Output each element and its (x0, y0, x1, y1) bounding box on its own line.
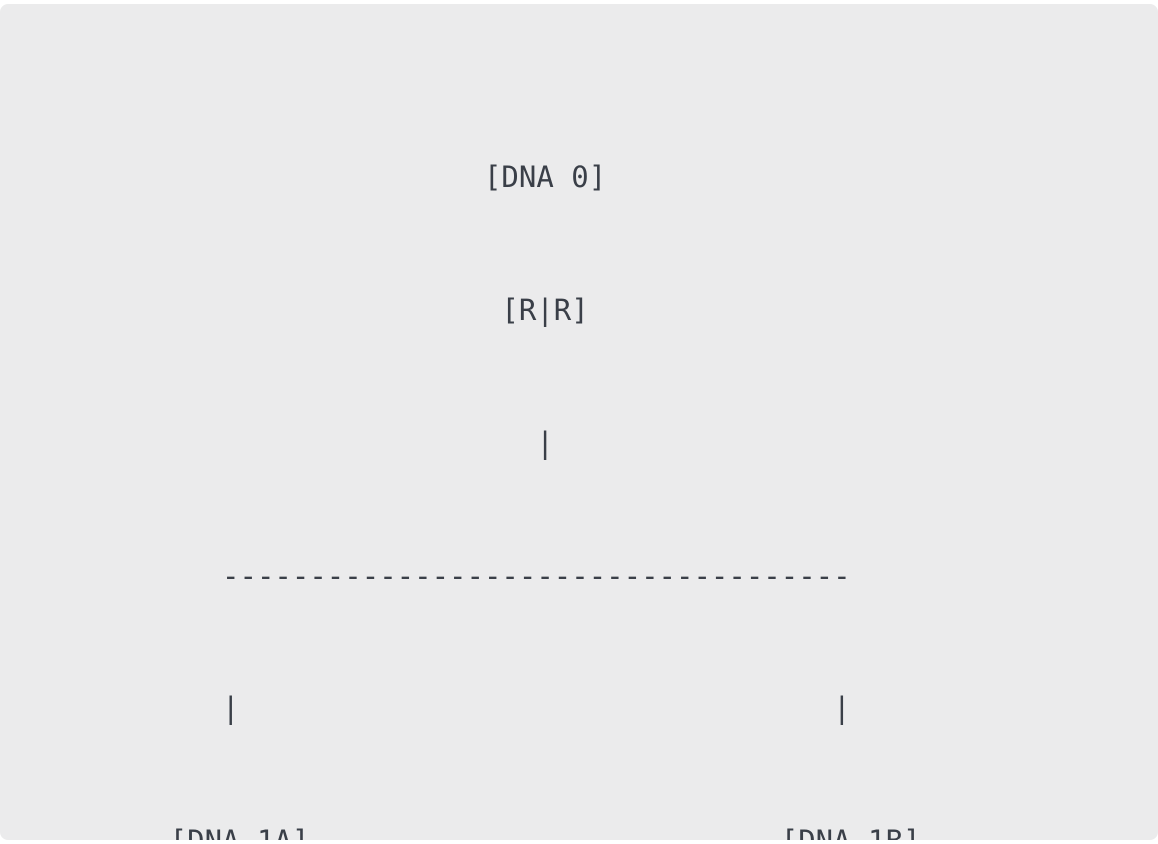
tree-gen1-stems-line: | | (30, 691, 851, 726)
tree-root-connector-line: | (30, 425, 554, 460)
dna-replication-tree-diagram: [DNA 0] [R|R] | ------------------------… (30, 22, 1158, 840)
ascii-art-panel: [DNA 0] [R|R] | ------------------------… (0, 4, 1158, 840)
tree-root-strands-line: [R|R] (30, 292, 589, 327)
tree-root-label-line: [DNA 0] (30, 159, 607, 194)
tree-gen1-branch-line: ------------------------------------ (30, 558, 851, 593)
tree-gen1-labels-line: [DNA 1A] [DNA 1B] (30, 819, 1158, 840)
